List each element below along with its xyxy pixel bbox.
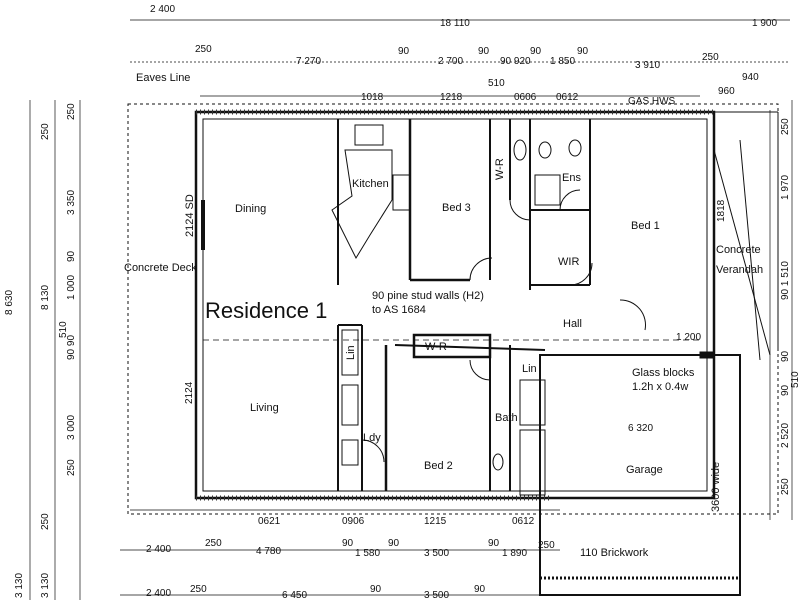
room-label-concrete-verandah-1: Concrete	[716, 244, 761, 256]
room-label-bed-2: Bed 2	[424, 460, 453, 472]
dim-bottom2-250: 250	[190, 584, 207, 595]
dim-bottom-1580: 1 580	[355, 548, 381, 559]
dim-left-1000: 1 000	[66, 274, 77, 300]
dim-bottom-90b: 90	[388, 538, 400, 549]
dim-bottom-1890: 1 890	[502, 548, 528, 559]
dim-left-250-top: 250	[66, 103, 77, 120]
dim-window-1218: 1218	[440, 92, 463, 103]
room-label-linen-left: Lin	[345, 345, 357, 360]
dim-left-2124: 2124	[184, 381, 195, 404]
note-3600-wide: 3600 wide	[710, 461, 722, 512]
dim-top-510: 510	[488, 78, 505, 89]
drawing-title: Residence 1	[205, 298, 328, 323]
dim-top-90c: 90	[530, 46, 542, 57]
room-label-dining: Dining	[235, 203, 267, 215]
dim-window-0621: 0621	[258, 516, 281, 527]
dim-right-250a: 250	[780, 118, 791, 135]
room-label-concrete-verandah-2: Verandah	[716, 264, 764, 276]
dim-window-0612: 0612	[556, 92, 579, 103]
dim-left-250c: 250	[40, 513, 51, 530]
dim-right-90-1510: 90 1 510	[780, 261, 791, 300]
dim-top-2700: 2 700	[438, 56, 464, 67]
dim-bottom-250a: 250	[205, 538, 222, 549]
dim-left-3350: 3 350	[66, 189, 77, 215]
dim-top-90-920: 90 920	[500, 56, 531, 67]
dim-window-0906: 0906	[342, 516, 365, 527]
room-label-wr-mid: W-R	[425, 341, 447, 353]
dim-window-1018: 1018	[361, 92, 384, 103]
dim-bottom2-3500: 3 500	[424, 590, 450, 601]
dim-left-8130: 8 130	[40, 284, 51, 310]
dim-left-250a: 250	[40, 123, 51, 140]
dim-top-7270: 7 270	[296, 56, 322, 67]
dim-left-3130b: 3 130	[40, 572, 51, 598]
dim-bottom-90c: 90	[488, 538, 500, 549]
dim-right-90b: 90	[780, 384, 791, 396]
dim-bottom-90a: 90	[342, 538, 354, 549]
external-wall-inner	[202, 118, 708, 492]
room-label-living: Living	[250, 402, 279, 414]
dim-left-90: 90	[66, 250, 77, 262]
room-label-hall: Hall	[563, 318, 582, 330]
dim-right-90: 90	[780, 350, 791, 362]
room-label-wir: WIR	[558, 256, 580, 268]
dim-right-250b: 250	[780, 478, 791, 495]
room-label-kitchen: Kitchen	[352, 178, 389, 190]
dim-left-3000: 3 000	[66, 414, 77, 440]
dim-top-2400: 2 400	[150, 4, 176, 15]
room-label-concrete-deck: Concrete Deck	[124, 262, 197, 274]
room-label-laundry: Ldy	[363, 432, 381, 444]
dim-window-0606: 0606	[514, 92, 537, 103]
dim-top-1900: 1 900	[752, 18, 778, 29]
dim-right-1970: 1 970	[780, 174, 791, 200]
dim-bottom-3500: 3 500	[424, 548, 450, 559]
note-gas-hws: GAS HWS	[628, 96, 676, 107]
dim-top-960: 960	[718, 86, 735, 97]
note-stud-walls-2: to AS 1684	[372, 304, 426, 316]
dim-garage-6320: 6 320	[628, 423, 654, 434]
dim-window-1215: 1215	[424, 516, 447, 527]
dim-bottom2-90b: 90	[474, 584, 486, 595]
room-label-linen-right: Lin	[522, 363, 537, 375]
garage-wall	[539, 354, 741, 596]
dim-top-3910: 3 910	[635, 60, 661, 71]
room-label-bed-1: Bed 1	[631, 220, 660, 232]
dim-top-250b: 250	[702, 52, 719, 63]
room-label-ensuite: Ens	[562, 172, 581, 184]
room-label-wr-top: W-R	[494, 158, 506, 180]
dim-top-250a: 250	[195, 44, 212, 55]
dim-left-90-90: 90 90	[66, 334, 77, 360]
dim-right-1200: 1 200	[676, 332, 702, 343]
note-stud-walls-1: 90 pine stud walls (H2)	[372, 290, 484, 302]
dim-right-1818: 1818	[716, 199, 727, 222]
note-glass-blocks-2: 1.2h x 0.4w	[632, 381, 689, 393]
dim-bottom-250b: 250	[538, 540, 555, 551]
dim-top-90d: 90	[577, 46, 589, 57]
note-brickwork: 110 Brickwork	[580, 547, 649, 559]
external-wall	[194, 110, 716, 500]
dim-bottom-4780: 4 780	[256, 546, 282, 557]
room-label-bath: Bath	[495, 412, 518, 424]
dim-top-18110: 18 110	[440, 18, 470, 29]
room-label-garage: Garage	[626, 464, 663, 476]
eaves-line-label: Eaves Line	[136, 72, 191, 84]
dim-top-90a: 90	[398, 46, 410, 57]
dim-left-250b: 250	[66, 459, 77, 476]
dim-right-2520: 2 520	[780, 422, 791, 448]
dim-left-8630: 8 630	[4, 289, 15, 315]
dim-left-3130a: 3 130	[14, 572, 25, 598]
note-glass-blocks-1: Glass blocks	[632, 367, 695, 379]
dim-top-1850: 1 850	[550, 56, 576, 67]
note-2124-sd: 2124 SD	[184, 194, 196, 237]
room-label-bed-3: Bed 3	[442, 202, 471, 214]
dim-top-940: 940	[742, 72, 759, 83]
dim-window-0612-bottom: 0612	[512, 516, 535, 527]
dim-bottom2-90a: 90	[370, 584, 382, 595]
dim-bottom2-2400: 2 400	[146, 588, 172, 599]
dim-bottom2-6450: 6 450	[282, 590, 308, 601]
dim-top-90b: 90	[478, 46, 490, 57]
dim-bottom-2400: 2 400	[146, 544, 172, 555]
